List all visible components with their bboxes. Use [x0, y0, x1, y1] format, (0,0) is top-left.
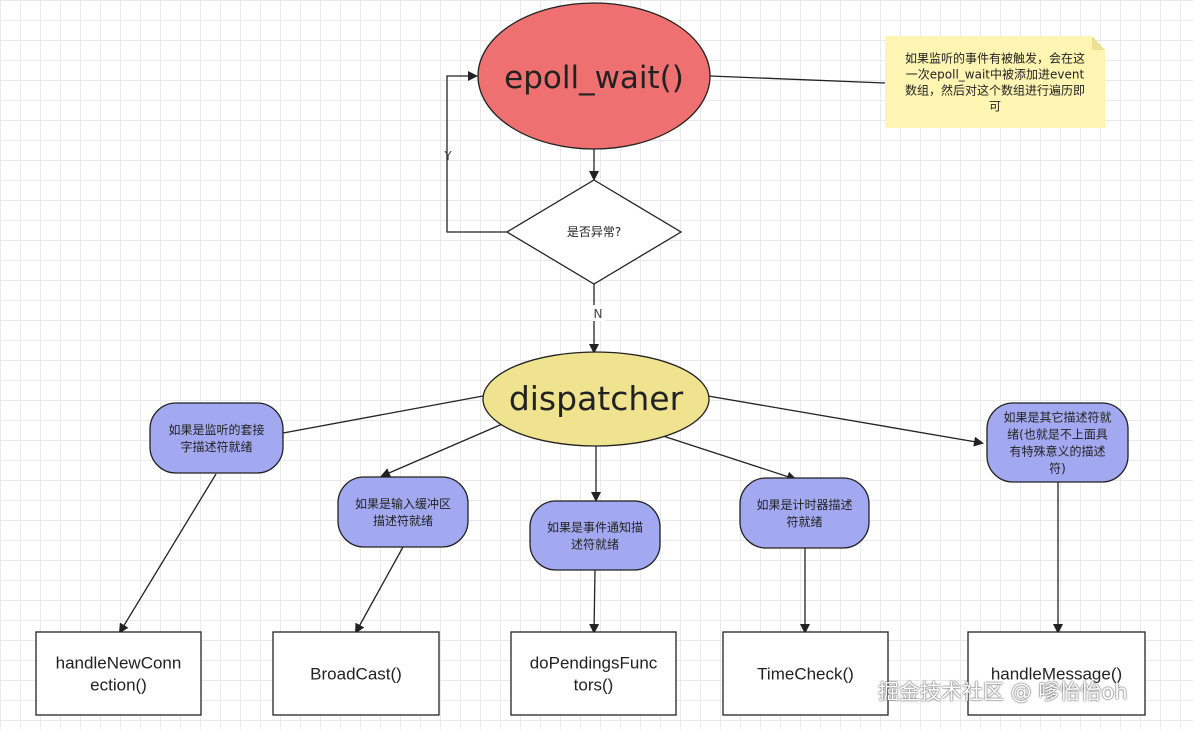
- watermark: 掘金技术社区 @ 嗲怡怡oh: [878, 680, 1128, 704]
- condition-label-line: 符就绪: [786, 514, 822, 529]
- handler-box: BroadCast(): [272, 631, 440, 716]
- note-text-line: 一次epoll_wait中被添加进event: [906, 66, 1085, 81]
- condition-label-line: 如果是事件通知描: [547, 519, 643, 534]
- handler-label-line: ection(): [90, 676, 147, 695]
- note-text-line: 如果监听的事件有被触发，会在这: [905, 50, 1085, 65]
- condition-label-line: 述符就绪: [571, 536, 619, 551]
- edge-cond-3-to-handler-3: [589, 569, 600, 634]
- edge-no-label: N: [594, 307, 603, 321]
- condition-label-line: 绪(也就是不上面具: [1007, 427, 1108, 441]
- note-text: 如果监听的事件有被触发，会在这一次epoll_wait中被添加进event数组，…: [905, 50, 1085, 113]
- edge-dispatch-to-cond-5: [707, 395, 984, 447]
- condition-label-line: 字描述符就绪: [180, 439, 252, 454]
- decision-label: 是否异常?: [567, 225, 621, 239]
- condition-nodes: 如果是监听的套接字描述符就绪如果是输入缓冲区描述符就绪如果是事件通知描述符就绪如…: [149, 402, 1129, 571]
- condition-label-line: 描述符就绪: [373, 513, 433, 528]
- exception-decision: 是否异常?: [505, 179, 683, 285]
- edge-epoll-to-note: [709, 75, 886, 84]
- epoll-wait-label: epoll_wait(): [504, 60, 684, 96]
- condition-label-line: 有特殊意义的描述: [1009, 443, 1105, 458]
- edge-yes-loop: [446, 71, 507, 233]
- condition-label-line: 如果是监听的套接: [168, 422, 264, 437]
- handler-label-line: TimeCheck(): [757, 665, 854, 684]
- edge-yes-label: Y: [443, 149, 452, 163]
- handler-box: handleNewConn ection(): [35, 631, 202, 716]
- handler-label-line: handleMessage(): [991, 665, 1122, 684]
- edge-dispatch-to-cond-2: [380, 421, 508, 478]
- handler-label-line: tors(): [574, 676, 614, 695]
- edge-cond-1-to-handler-1: [118, 473, 217, 634]
- edges: [118, 71, 1063, 634]
- handler-nodes: handleNewConn ection() BroadCast() doPendin…: [35, 631, 1146, 716]
- handler-label-line: doPendingsFunc: [530, 654, 658, 673]
- edge-cond-2-to-handler-2: [355, 546, 404, 634]
- condition-label-line: 如果是计时器描述: [756, 497, 852, 512]
- handler-box: doPendingsFunc tors(): [510, 631, 677, 716]
- note-text-line: 数组，然后对这个数组进行遍历即: [905, 82, 1085, 97]
- condition-label-line: 如果是输入缓冲区: [355, 496, 451, 511]
- handler-box: handleMessage(): [967, 631, 1146, 716]
- condition-label-line: 如果是其它描述符就: [1003, 409, 1111, 424]
- edge-dispatch-to-cond-1: [265, 395, 484, 440]
- note-text-line: 可: [989, 99, 1001, 113]
- handler-label-line: BroadCast(): [310, 665, 402, 684]
- condition-label-line: 符): [1049, 460, 1066, 475]
- handler-box: TimeCheck(): [722, 631, 889, 716]
- sticky-note: 如果监听的事件有被触发，会在这一次epoll_wait中被添加进event数组，…: [885, 36, 1105, 128]
- edge-dispatch-to-cond-4: [662, 435, 797, 482]
- epoll-wait-node: epoll_wait(): [477, 2, 711, 150]
- dispatcher-label: dispatcher: [509, 379, 684, 418]
- dispatcher-node: dispatcher: [482, 351, 710, 447]
- handler-label-line: handleNewConn: [56, 654, 182, 673]
